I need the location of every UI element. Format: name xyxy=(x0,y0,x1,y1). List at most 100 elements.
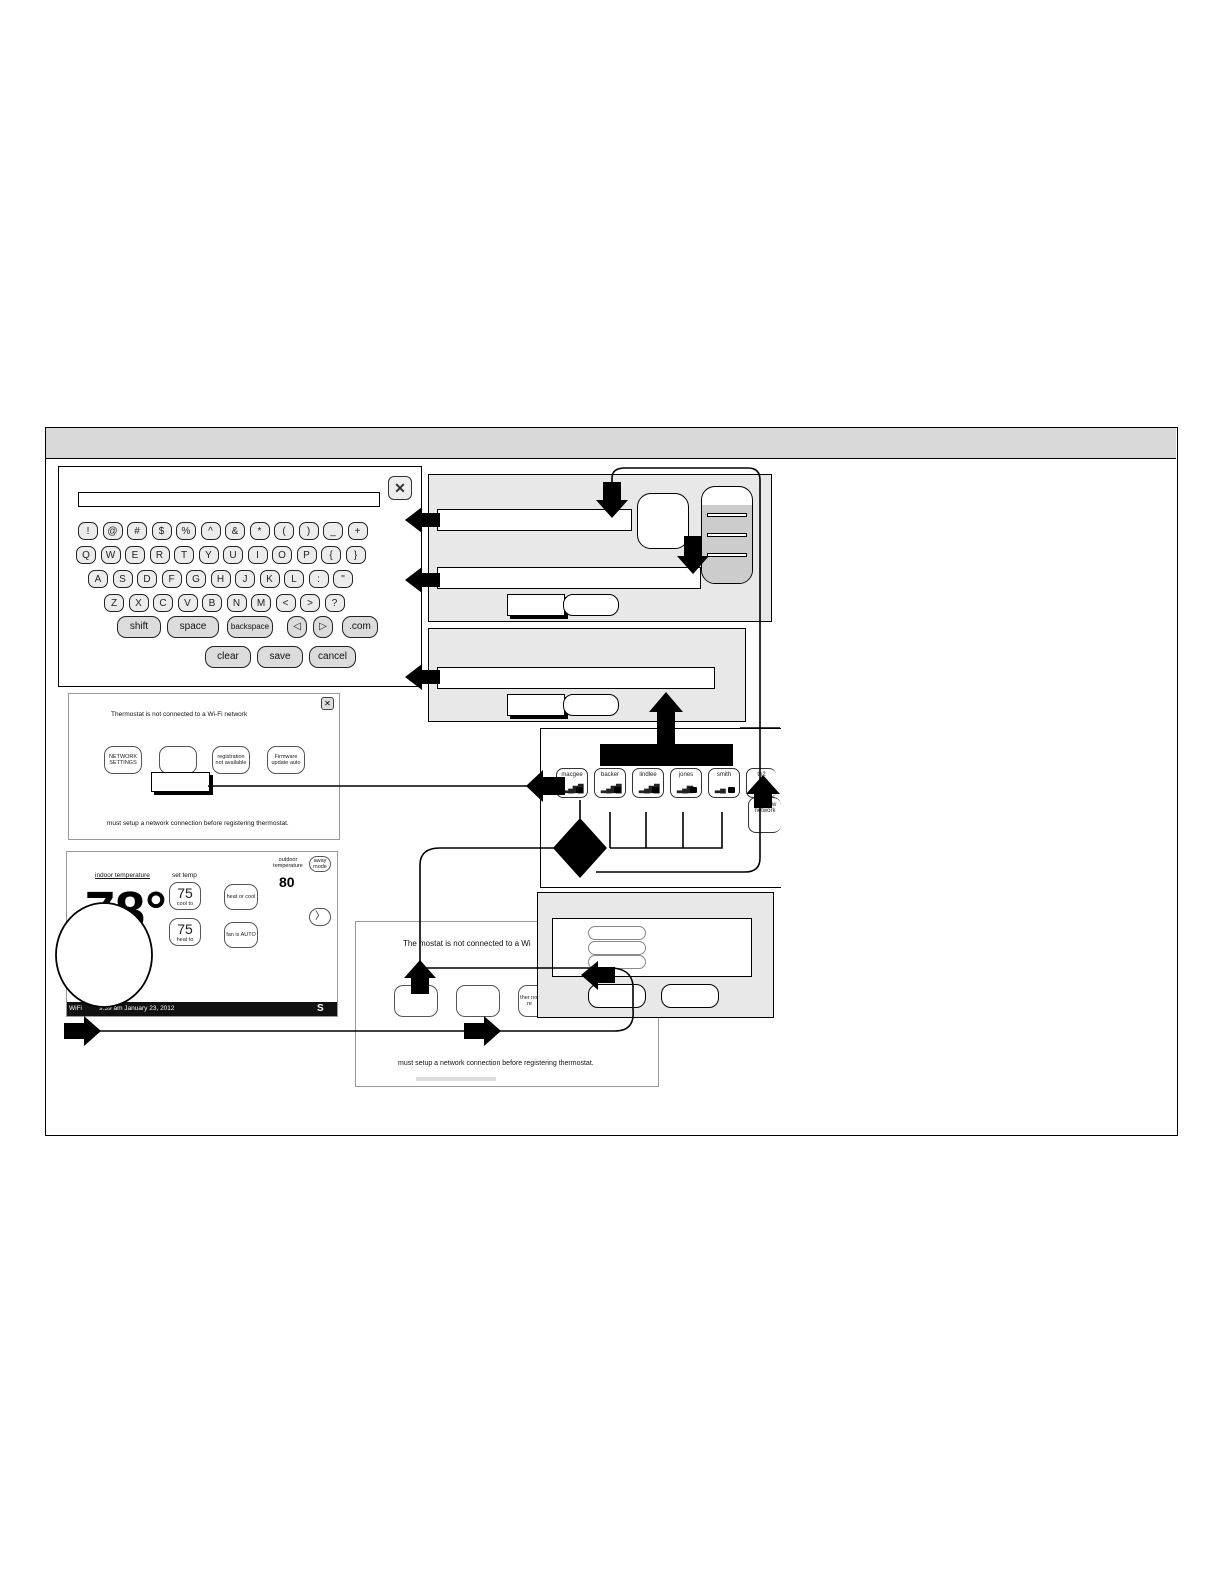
panel-cancel-button[interactable] xyxy=(563,594,619,616)
keyboard-text-field[interactable] xyxy=(78,492,380,507)
arrow-right-icon xyxy=(64,1016,101,1046)
callout-box xyxy=(151,772,210,792)
key[interactable]: { xyxy=(321,546,341,564)
key[interactable]: Q xyxy=(76,546,96,564)
key[interactable]: B xyxy=(202,594,222,612)
shift-key[interactable]: shift xyxy=(117,616,161,638)
key[interactable]: " xyxy=(333,570,353,588)
wifi-footer-note-2: must setup a network connection before r… xyxy=(398,1060,594,1067)
key[interactable]: + xyxy=(347,522,368,540)
key[interactable]: H xyxy=(210,570,231,588)
ssid-cancel-button[interactable] xyxy=(563,694,619,716)
network-settings-button-2[interactable] xyxy=(394,985,438,1017)
key[interactable]: I xyxy=(247,546,268,564)
network-item[interactable]: lindlee▂▄▆█ xyxy=(632,768,664,798)
security-dropdown[interactable] xyxy=(701,486,753,584)
connector-home-to-screen2 xyxy=(92,967,634,1032)
system-mode-button[interactable]: heat or cool xyxy=(224,884,258,910)
space-key[interactable]: space xyxy=(167,616,219,638)
fan-mode-button[interactable]: fan is AUTO xyxy=(224,922,258,948)
key[interactable]: O xyxy=(272,546,292,564)
save-button[interactable]: save xyxy=(257,646,303,668)
set-temp-label: set temp xyxy=(172,872,197,879)
wifi-status: WiFi xyxy=(69,1005,82,1012)
key[interactable]: ) xyxy=(298,522,319,540)
cancel-button[interactable]: cancel xyxy=(309,646,356,668)
key[interactable]: D xyxy=(137,570,157,588)
key[interactable]: ! xyxy=(78,522,98,540)
cursor-left-icon[interactable]: ◁ xyxy=(287,616,307,638)
key[interactable]: < xyxy=(275,594,296,612)
key[interactable]: # xyxy=(127,522,147,540)
key[interactable]: @ xyxy=(102,522,123,540)
key[interactable]: _ xyxy=(323,522,343,540)
network-item[interactable]: smith ▂▄ xyxy=(708,768,740,798)
x-icon[interactable]: ✕ xyxy=(388,476,412,500)
key[interactable]: W xyxy=(100,546,121,564)
network-item[interactable]: backer▂▄▆█ xyxy=(594,768,626,798)
key[interactable]: % xyxy=(176,522,196,540)
clear-button[interactable]: clear xyxy=(205,646,251,668)
key[interactable]: ? xyxy=(324,594,345,612)
outdoor-temp: 80 xyxy=(279,874,295,890)
key[interactable]: F xyxy=(161,570,182,588)
key[interactable]: ^ xyxy=(200,522,221,540)
lock-icon xyxy=(576,787,583,793)
key[interactable]: U xyxy=(223,546,243,564)
option-1[interactable] xyxy=(588,926,646,940)
key[interactable]: E xyxy=(125,546,145,564)
signal-strength-icon: ▂▄ xyxy=(715,784,726,793)
arrow-left-icon xyxy=(526,770,565,802)
key[interactable]: C xyxy=(153,594,173,612)
key[interactable]: > xyxy=(300,594,320,612)
network-item[interactable]: jones▂▄▆ xyxy=(670,768,702,798)
key[interactable]: * xyxy=(249,522,270,540)
network-name: th2 xyxy=(757,772,766,778)
dotcom-key[interactable]: .com xyxy=(342,616,378,638)
key[interactable]: A xyxy=(88,570,108,588)
backspace-key[interactable]: backspace xyxy=(227,616,273,638)
key[interactable]: } xyxy=(345,546,366,564)
key[interactable]: M xyxy=(251,594,271,612)
key[interactable]: N xyxy=(226,594,247,612)
popup-cancel-button[interactable] xyxy=(661,984,719,1008)
key[interactable]: L xyxy=(284,570,304,588)
security-type-button[interactable] xyxy=(637,493,689,549)
key[interactable]: S xyxy=(112,570,133,588)
key[interactable]: T xyxy=(174,546,194,564)
registration-button[interactable]: registration not available xyxy=(212,746,250,774)
network-settings-button[interactable]: NETWORK SETTINGS xyxy=(104,746,142,774)
key[interactable]: ( xyxy=(274,522,294,540)
away-mode-button[interactable]: away mode xyxy=(309,856,331,872)
arrow-left-icon xyxy=(581,961,615,990)
lock-icon xyxy=(690,787,697,793)
signal-strength-icon: ▂▄▆ xyxy=(677,784,693,793)
lock-icon xyxy=(614,787,621,793)
key[interactable]: P xyxy=(296,546,317,564)
key[interactable]: Z xyxy=(104,594,124,612)
partial-button[interactable]: ther not re xyxy=(518,985,540,1017)
key[interactable]: G xyxy=(186,570,206,588)
key[interactable]: X xyxy=(128,594,149,612)
key[interactable]: & xyxy=(225,522,245,540)
key[interactable]: V xyxy=(177,594,198,612)
key[interactable]: : xyxy=(308,570,329,588)
network-name: smith xyxy=(716,772,732,778)
figure-header-bar xyxy=(46,428,1176,459)
option-2[interactable] xyxy=(588,941,646,955)
key[interactable]: K xyxy=(259,570,280,588)
firmware-button[interactable]: Firmware update auto xyxy=(267,746,305,774)
key[interactable]: Y xyxy=(198,546,219,564)
blank-button-2[interactable] xyxy=(456,985,500,1017)
chevron-right-icon[interactable]: 〉 xyxy=(309,908,331,926)
key[interactable]: J xyxy=(235,570,255,588)
key[interactable]: $ xyxy=(151,522,172,540)
wifi-settings-screen: Thermostat is not connected to a Wi-Fi n… xyxy=(68,693,340,840)
close-icon[interactable]: ✕ xyxy=(321,697,334,710)
key[interactable]: R xyxy=(149,546,170,564)
network-name: backer xyxy=(600,772,619,778)
status-datetime: 9:39 am January 23, 2012 xyxy=(99,1005,175,1012)
cursor-right-icon[interactable]: ▷ xyxy=(313,616,333,638)
